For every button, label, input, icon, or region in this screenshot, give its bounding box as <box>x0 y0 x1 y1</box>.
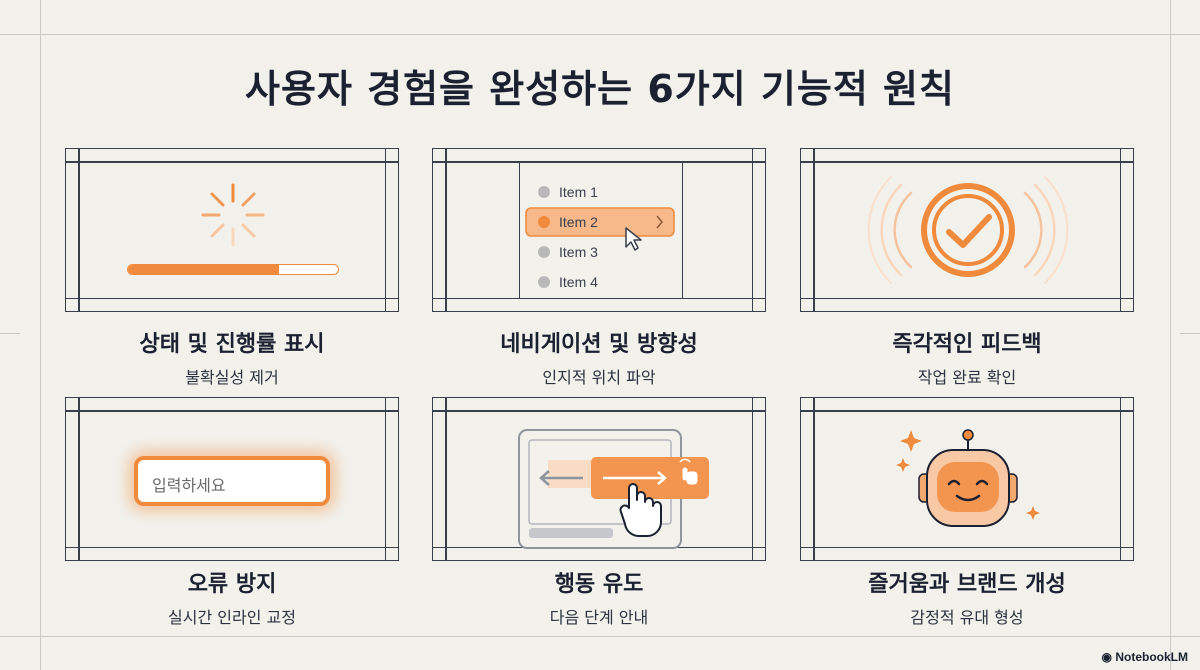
nav-item-3[interactable]: Item 3 <box>559 244 598 260</box>
nav-panel <box>519 161 683 299</box>
card-heading: 네비게이션 및 방향성 <box>500 332 698 357</box>
card-navigation: Item 1 Item 2 Item 3 Item 4 <box>432 148 766 312</box>
card-error-prevention: 입력하세요 <box>65 397 399 561</box>
nav-item-4[interactable]: Item 4 <box>559 274 598 290</box>
nav-bullet-2 <box>538 216 550 228</box>
card-call-to-action <box>432 397 766 561</box>
card-status-progress <box>65 148 399 312</box>
card-heading: 즉각적인 피드백 <box>892 332 1042 357</box>
card-heading: 오류 방지 <box>187 572 277 597</box>
card-delight-brand <box>800 397 1134 561</box>
check-circle-icon <box>867 176 1069 284</box>
arrow-left-icon <box>539 470 583 486</box>
notebooklm-logo-icon: ◉ <box>1101 650 1112 664</box>
tap-hand-icon <box>679 458 698 485</box>
robot-mascot-icon <box>896 429 1040 527</box>
pointer-hand-icon <box>619 483 662 538</box>
card-heading: 즐거움과 브랜드 개성 <box>868 572 1066 597</box>
page-title: 사용자 경험을 완성하는 6가지 기능적 원칙 <box>245 67 955 111</box>
spinner-icon <box>201 183 265 247</box>
nav-bullet-4 <box>538 276 550 288</box>
guide-tick-left <box>0 333 20 334</box>
guide-line-bottom <box>0 636 1200 637</box>
card-heading: 상태 및 진행률 표시 <box>139 332 325 357</box>
nav-item-1[interactable]: Item 1 <box>559 184 598 200</box>
arrow-right-icon <box>603 471 667 485</box>
notebooklm-watermark: ◉ NotebookLM <box>1102 650 1188 664</box>
card-subtitle: 다음 단계 안내 <box>549 608 649 627</box>
watermark-text: NotebookLM <box>1115 650 1188 664</box>
guide-line-right <box>1170 0 1171 670</box>
nav-bullet-3 <box>538 246 550 258</box>
inline-input-field[interactable]: 입력하세요 <box>134 456 330 506</box>
card-subtitle: 인지적 위치 파악 <box>542 368 656 387</box>
progress-bar <box>127 264 339 275</box>
chevron-right-icon <box>656 215 663 229</box>
nav-item-2[interactable]: Item 2 <box>559 214 598 230</box>
card-subtitle: 작업 완료 확인 <box>917 368 1017 387</box>
card-heading: 행동 유도 <box>554 572 644 597</box>
nav-highlight <box>525 207 675 237</box>
cursor-arrow-icon <box>625 227 642 251</box>
input-placeholder: 입력하세요 <box>152 476 226 495</box>
sparkle-icon <box>900 430 922 452</box>
card-subtitle: 감정적 유대 형성 <box>910 608 1024 627</box>
guide-line-left <box>40 0 41 670</box>
progress-fill <box>128 265 280 274</box>
card-subtitle: 불확실성 제거 <box>185 368 279 387</box>
card-feedback <box>800 148 1134 312</box>
guide-line-top <box>0 34 1200 35</box>
nav-bullet-1 <box>538 186 550 198</box>
card-subtitle: 실시간 인라인 교정 <box>168 608 296 627</box>
guide-tick-right <box>1180 333 1200 334</box>
